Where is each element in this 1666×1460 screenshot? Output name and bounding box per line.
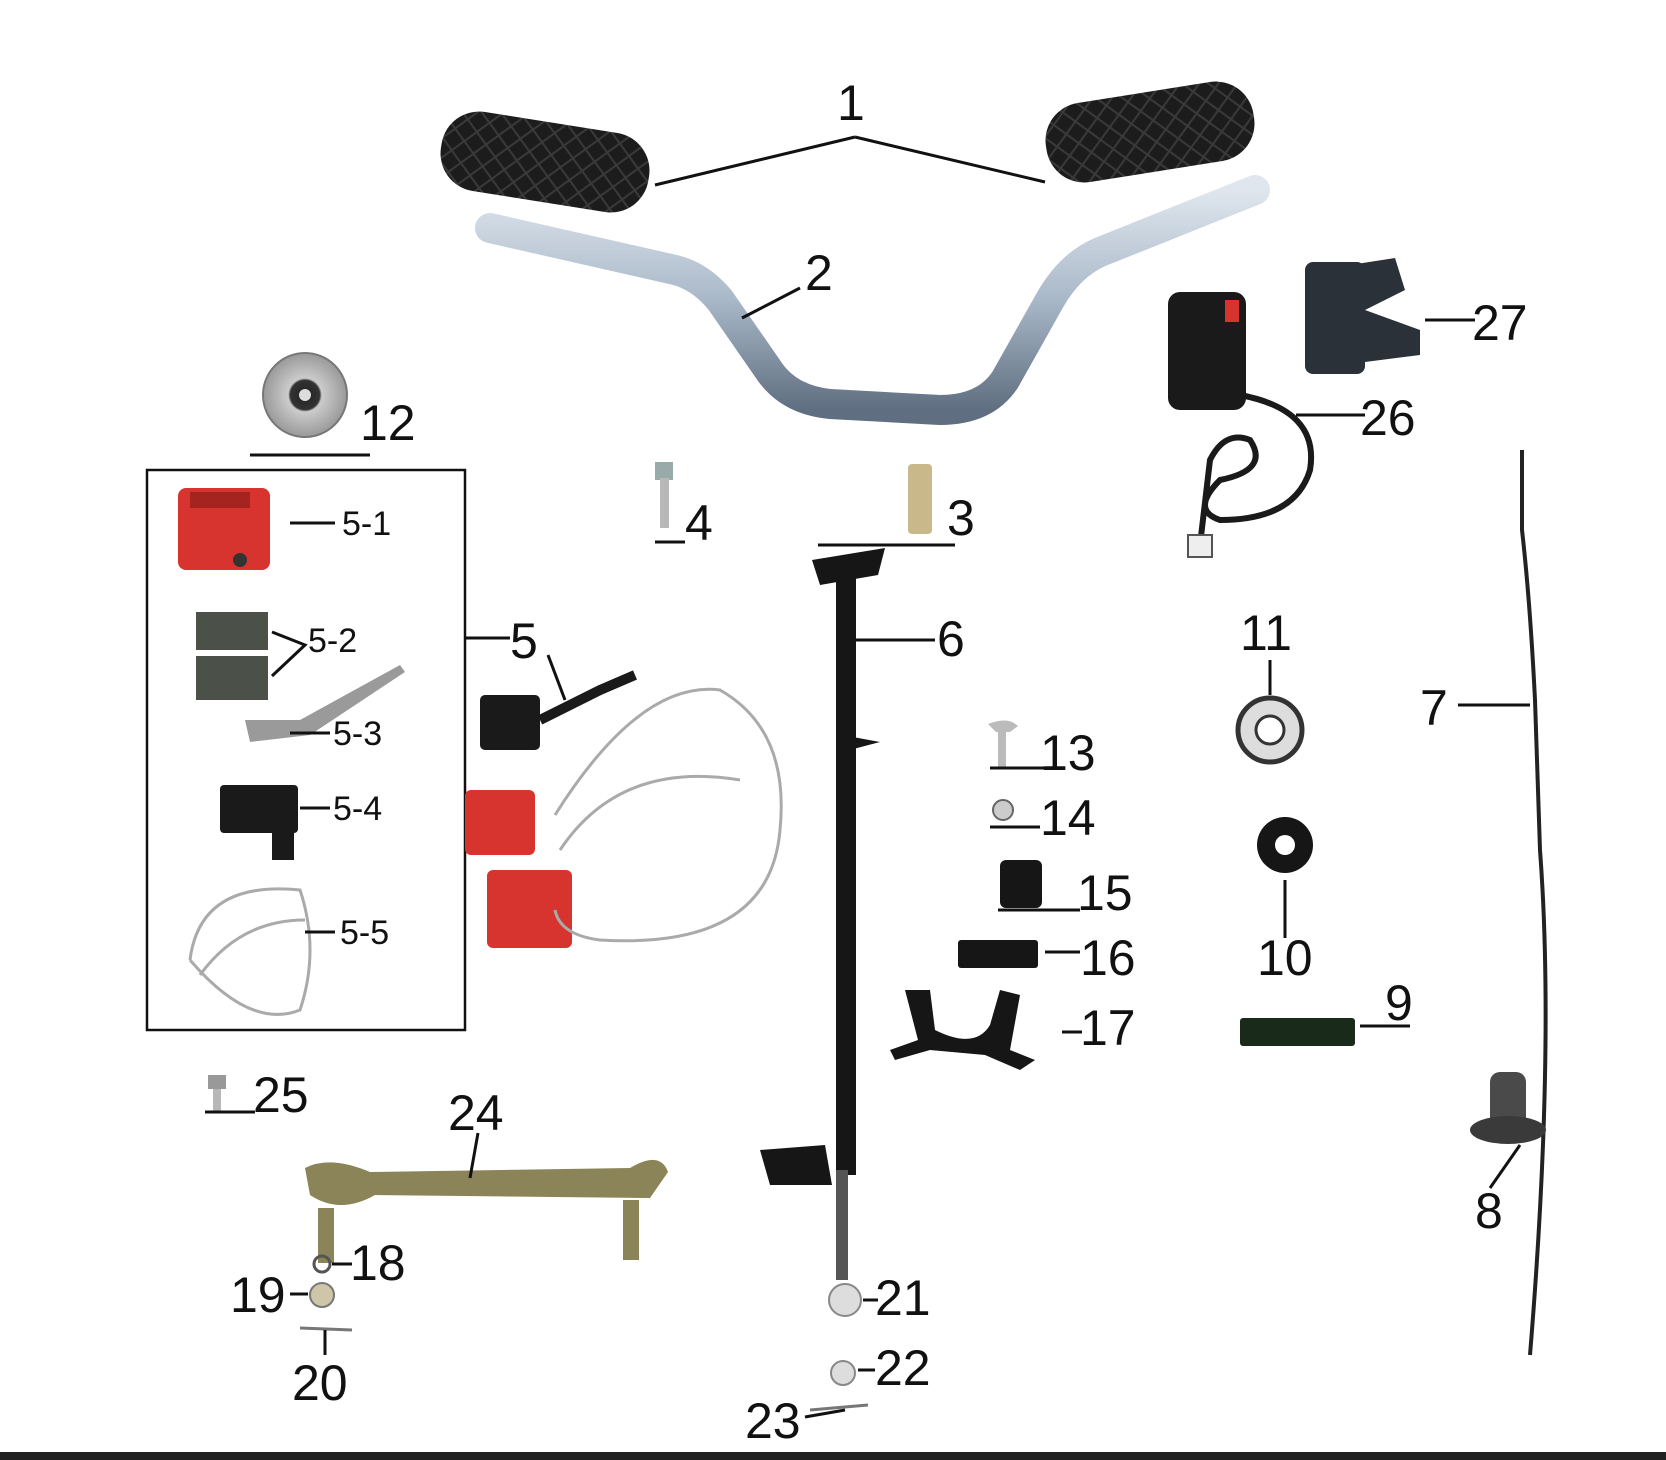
grip-left <box>440 111 650 213</box>
washer-18 <box>312 1254 332 1274</box>
bolt-25 <box>208 1075 226 1111</box>
washer-21 <box>828 1283 862 1317</box>
label-5-2: 5-2 <box>308 622 357 660</box>
label-11: 11 <box>1240 605 1292 661</box>
label-5: 5 <box>510 613 538 669</box>
brake-assembly-box <box>145 468 467 1032</box>
leader-23 <box>804 1408 846 1419</box>
label-10: 10 <box>1257 930 1313 986</box>
label-22: 22 <box>875 1340 931 1396</box>
brake-lever-5-3 <box>245 665 405 742</box>
brake-disc <box>262 352 348 438</box>
label-16: 16 <box>1080 930 1136 986</box>
label-24: 24 <box>448 1085 504 1141</box>
label-21: 21 <box>875 1270 931 1326</box>
brake-assembly <box>465 670 783 948</box>
nut-14 <box>992 799 1014 821</box>
label-12: 12 <box>360 395 416 451</box>
leader-2 <box>741 286 801 320</box>
label-6: 6 <box>937 611 965 667</box>
brake-pads-5-2 <box>196 612 268 700</box>
leader-24 <box>468 1132 480 1179</box>
cotter-pin-23 <box>809 1403 869 1412</box>
nut-22 <box>830 1360 856 1386</box>
steering-column-6 <box>760 548 885 1280</box>
tie-rod-24 <box>305 1159 668 1263</box>
handlebar-switch-26 <box>1168 292 1315 558</box>
label-5-4: 5-4 <box>333 790 382 828</box>
label-27: 27 <box>1472 295 1528 351</box>
leader-5-2 <box>270 630 308 678</box>
label-5-5: 5-5 <box>340 914 389 952</box>
leader-8 <box>1488 1144 1522 1189</box>
clamp-16 <box>958 940 1038 968</box>
label-2: 2 <box>805 245 833 301</box>
caliper-5-1 <box>178 488 270 570</box>
label-17: 17 <box>1080 1000 1136 1056</box>
label-18: 18 <box>350 1235 406 1291</box>
label-5-3: 5-3 <box>333 715 382 753</box>
leader-5-assembly <box>546 654 567 701</box>
label-13: 13 <box>1040 725 1096 781</box>
label-25: 25 <box>253 1067 309 1123</box>
brake-hose-5-5 <box>188 887 312 1016</box>
label-26: 26 <box>1360 390 1416 446</box>
label-7: 7 <box>1420 680 1448 736</box>
label-23: 23 <box>745 1393 801 1449</box>
cotter-pin-20 <box>299 1326 353 1332</box>
grip-right <box>1045 81 1255 183</box>
label-5-1: 5-1 <box>342 505 391 543</box>
bearing-11 <box>1235 695 1305 765</box>
bracket-9 <box>1240 1018 1355 1046</box>
label-3: 3 <box>947 490 975 546</box>
bolt-13 <box>988 720 1018 768</box>
label-20: 20 <box>292 1355 348 1411</box>
label-9: 9 <box>1385 975 1413 1031</box>
label-19: 19 <box>230 1267 286 1323</box>
grommet-8 <box>1470 1072 1546 1144</box>
bolt-4 <box>655 462 673 528</box>
throttle-cable-7 <box>1520 450 1548 1356</box>
master-cylinder-5-4 <box>220 785 298 860</box>
label-8: 8 <box>1475 1183 1503 1239</box>
label-14: 14 <box>1040 790 1096 846</box>
leader-1 <box>654 135 1046 187</box>
nut-19 <box>309 1282 335 1308</box>
plate-3 <box>908 464 932 534</box>
label-15: 15 <box>1077 865 1133 921</box>
bottom-border-bar <box>0 1452 1666 1460</box>
handlebar <box>475 175 1270 425</box>
throttle-27 <box>1305 258 1420 374</box>
label-1: 1 <box>837 75 865 131</box>
bushing-15 <box>1000 860 1042 908</box>
label-4: 4 <box>685 495 713 551</box>
washer-10-hole <box>1275 835 1295 855</box>
bracket-17 <box>890 990 1035 1070</box>
